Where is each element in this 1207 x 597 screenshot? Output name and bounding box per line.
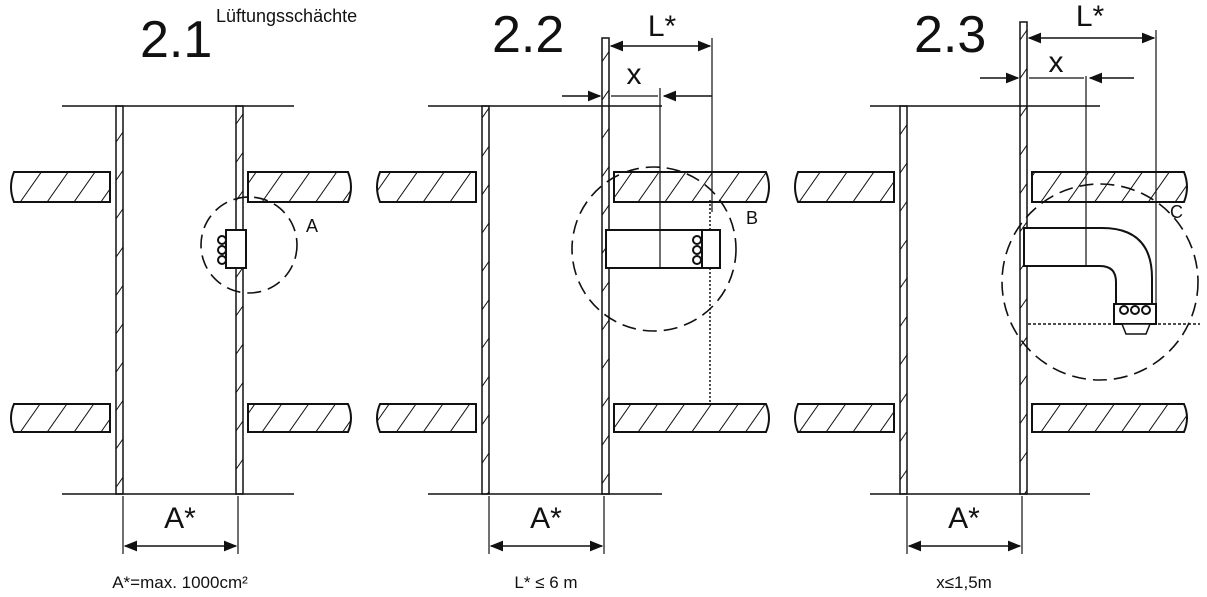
offset-label: x (627, 58, 642, 91)
detail-circle-a (200, 196, 298, 294)
shaft-wall-right (235, 105, 244, 495)
diagram-title: Lüftungsschächte (216, 6, 357, 26)
length-label: L* (648, 10, 677, 43)
shaft-wall-left (899, 105, 908, 495)
floor-slab (1031, 171, 1188, 203)
fire-damper-icon (692, 229, 721, 269)
detail-circle-c (1001, 183, 1199, 381)
floor-slab (10, 403, 111, 433)
elbow-duct (1023, 227, 1153, 305)
floor-slab (794, 171, 895, 203)
detail-label: A (306, 216, 318, 236)
shaft-wall-left (481, 105, 490, 495)
floor-slab (376, 403, 477, 433)
caption: L* ≤ 6 m (514, 573, 577, 592)
fire-damper-icon (217, 229, 247, 269)
width-label: A* (948, 502, 980, 535)
floor-slab (794, 403, 895, 433)
offset-label: x (1049, 46, 1064, 79)
panel-2-2: 2.2 B L* x A (376, 6, 770, 592)
floor-slab (247, 171, 352, 203)
floor-slab (247, 403, 352, 433)
width-label: A* (164, 502, 196, 535)
floor-slab (613, 171, 770, 203)
detail-label: B (746, 208, 758, 228)
floor-slab (10, 171, 111, 203)
caption: A*=max. 1000cm² (112, 573, 248, 592)
caption: x≤1,5m (936, 573, 992, 592)
floor-slab (613, 403, 770, 433)
panel-number: 2.1 (140, 11, 212, 69)
panel-2-3: 2.3 C L* x (794, 0, 1200, 592)
panel-number: 2.3 (914, 6, 986, 64)
detail-circle-b (571, 166, 737, 332)
length-label: L* (1076, 0, 1105, 33)
detail-label: C (1170, 202, 1183, 222)
fire-damper-icon (1113, 303, 1157, 335)
panel-number: 2.2 (492, 6, 564, 64)
shaft-wall-left (115, 105, 124, 495)
panel-2-1: 2.1 Lüftungsschächte A A* A*=max. 1000cm… (10, 6, 357, 592)
width-label: A* (530, 502, 562, 535)
floor-slab (376, 171, 477, 203)
floor-slab (1031, 403, 1188, 433)
